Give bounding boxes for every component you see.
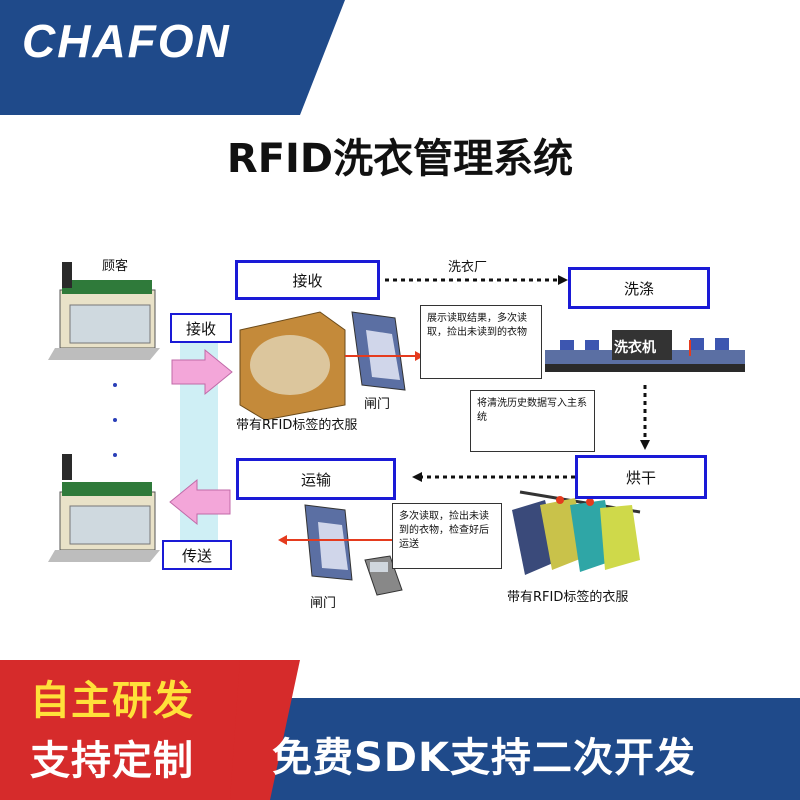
sdk-slogan: 免费SDK支持二次开发 bbox=[272, 735, 697, 781]
note-read-transport: 多次读取，捡出未读到的衣物，检查好后运送 bbox=[392, 503, 502, 569]
dry-box: 烘干 bbox=[575, 455, 707, 499]
clothes-bottom-label: 带有RFID标签的衣服 bbox=[507, 590, 629, 605]
gate-top-icon bbox=[351, 311, 406, 391]
wash-box: 洗涤 bbox=[568, 267, 710, 309]
hanging-clothes-icon bbox=[512, 490, 641, 575]
transfer-left-box: 传送 bbox=[162, 540, 232, 570]
note-read-results: 展示读取结果，多次读取，捡出未读到的衣物 bbox=[420, 305, 542, 379]
footer-bands bbox=[0, 660, 800, 800]
transport-box: 运输 bbox=[236, 458, 396, 500]
gate-bottom-icon bbox=[304, 504, 353, 581]
washer-sign: 洗衣机 bbox=[614, 340, 656, 356]
receive-left-box: 接收 bbox=[170, 313, 232, 343]
note-write-history: 将清洗历史数据写入主系统 bbox=[470, 390, 595, 452]
gate-top-label: 闸门 bbox=[364, 397, 391, 412]
self-developed-tag: 自主研发 bbox=[30, 678, 194, 724]
gate-bottom-label: 闸门 bbox=[310, 596, 337, 611]
logo-band bbox=[0, 0, 345, 115]
page-title: RFID洗衣管理系统 bbox=[226, 136, 574, 182]
store-top-icon bbox=[48, 262, 160, 360]
diagram-graphics bbox=[48, 262, 745, 596]
store-bottom-icon bbox=[48, 454, 160, 562]
washer-machine-icon bbox=[545, 330, 745, 372]
customization-tag: 支持定制 bbox=[30, 738, 194, 784]
brand-logo: CHAFON bbox=[22, 15, 231, 67]
clothes-top-label: 带有RFID标签的衣服 bbox=[236, 418, 358, 433]
laundry-label: 洗衣厂 bbox=[448, 260, 488, 275]
customer-label: 顾客 bbox=[102, 259, 129, 274]
clothes-box-icon bbox=[239, 311, 346, 421]
receive-box: 接收 bbox=[235, 260, 380, 300]
